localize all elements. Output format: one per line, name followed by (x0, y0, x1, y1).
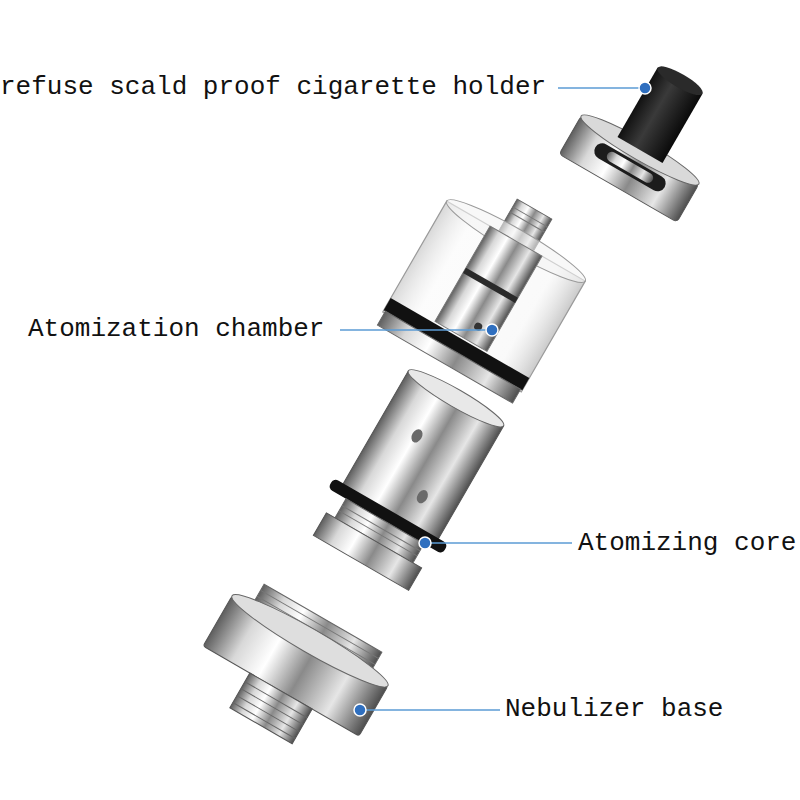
leader-line (340, 329, 492, 330)
leader-line (360, 709, 500, 710)
coil-part (304, 358, 518, 596)
part-label: Atomizing core (578, 528, 796, 558)
leader-dot (354, 704, 366, 716)
part-label: Atomization chamber (28, 314, 324, 344)
part-label: refuse scald proof cigarette holder (0, 72, 546, 102)
leader-line (558, 87, 645, 88)
base-part (183, 573, 401, 770)
drip-tip-part (559, 41, 742, 222)
tank-part (376, 169, 604, 404)
leader-dot (639, 82, 651, 94)
leader-dot (486, 324, 498, 336)
leader-line (425, 542, 572, 543)
part-label: Nebulizer base (505, 694, 723, 724)
leader-dot (419, 537, 431, 549)
leader-lines (340, 82, 651, 716)
